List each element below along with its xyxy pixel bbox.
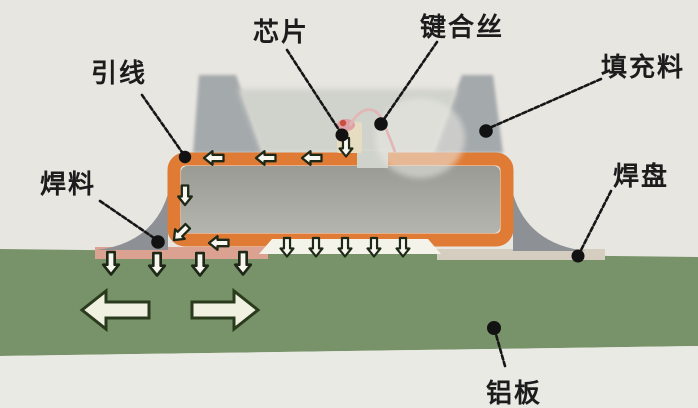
aluminum-plate-board (0, 249, 698, 356)
label-lead: 引线 (91, 58, 147, 88)
chip-bond-blob (339, 119, 347, 127)
leader-dot-aluminum-plate (487, 321, 501, 335)
leader-dot-pad (571, 249, 585, 263)
leader-pad (577, 189, 613, 256)
leader-solder (98, 199, 159, 242)
board-expansion-arrow-right (190, 287, 261, 333)
board-expansion-arrow-left (79, 287, 151, 333)
label-aluminum-plate: 铝板 (486, 378, 542, 408)
label-solder: 焊料 (40, 169, 96, 199)
label-bonding-wire: 键合丝 (420, 12, 504, 42)
leader-dot-bonding-wire (374, 117, 388, 131)
thermal-pad-solder-strip (259, 239, 441, 254)
glare-highlight (375, 98, 465, 178)
leader-dot-filler (479, 124, 493, 138)
leader-lead (140, 93, 186, 157)
below-board-strip (0, 346, 698, 408)
left-mold-trapezoid (193, 75, 263, 153)
leader-bonding-wire (380, 40, 439, 124)
leader-chip (285, 48, 343, 135)
leader-dot-lead (178, 150, 192, 164)
right-filler-fillet (513, 194, 586, 251)
leader-lines (98, 40, 613, 368)
leader-dot-chip (335, 128, 349, 142)
package-interior (181, 166, 500, 233)
leader-dot-solder (151, 235, 165, 249)
label-filler: 填充料 (601, 52, 685, 82)
leader-aluminum-plate (493, 329, 507, 368)
label-chip: 芯片 (253, 17, 309, 47)
leader-filler (485, 77, 603, 131)
label-pad: 焊盘 (613, 161, 669, 191)
right-solder-pad (437, 249, 605, 260)
